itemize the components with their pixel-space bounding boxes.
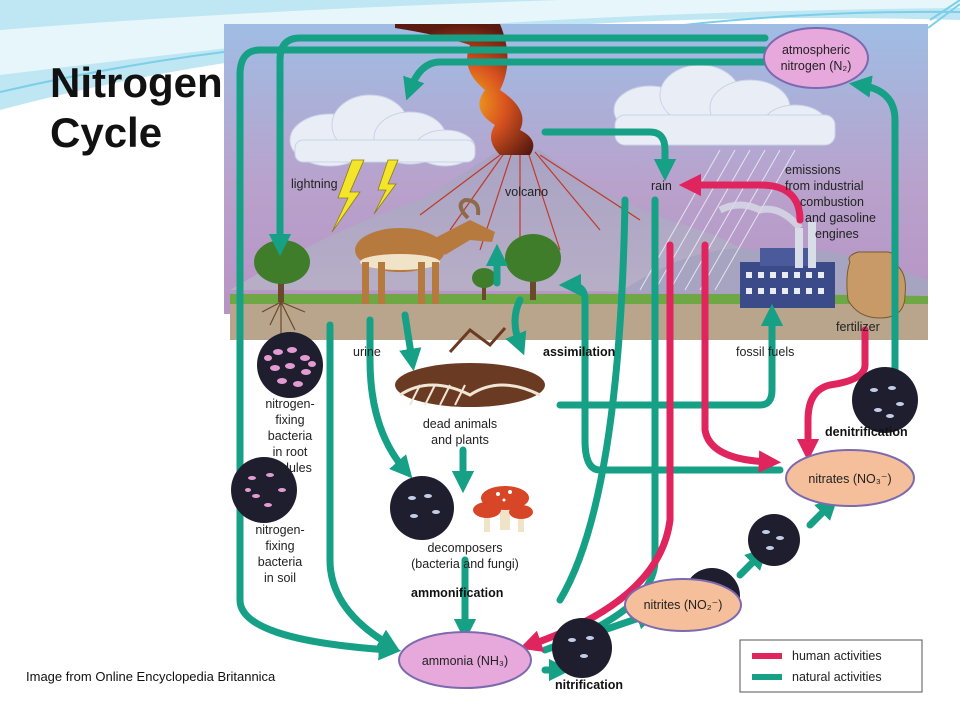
label-fertilizer: fertilizer [836, 320, 880, 334]
label-decomposers-2: (bacteria and fungi) [411, 557, 519, 571]
label-emissions-4: and gasoline [805, 211, 876, 225]
lightning-bolt-2 [373, 159, 399, 215]
label-emissions: emissions from industrial combustion and… [785, 163, 876, 241]
node-nitrates-label: nitrates (NO₃⁻) [808, 472, 891, 486]
label-decomposers: decomposers (bacteria and fungi) [411, 541, 519, 571]
denitrification-bacteria [852, 367, 918, 433]
label-dead-matter-1: dead animals [423, 417, 497, 431]
label-emissions-2: from industrial [785, 179, 864, 193]
label-root-bacteria-3: bacteria [268, 429, 313, 443]
volcano-plume [395, 24, 534, 155]
label-denitrification: denitrification [825, 425, 908, 439]
label-volcano: volcano [505, 185, 548, 199]
label-soil-bacteria-3: bacteria [258, 555, 303, 569]
slide-title-line-2: Cycle [50, 109, 163, 156]
node-atmospheric-nitrogen: atmospheric nitrogen (N₂) [763, 27, 869, 89]
decomposer-bacteria [390, 476, 454, 540]
slide-swoosh-5 [927, 0, 960, 29]
label-root-bacteria-5: nodules [268, 461, 312, 475]
label-ammonification: ammonification [411, 586, 503, 600]
label-dead-matter-2: and plants [431, 433, 489, 447]
tree-left [254, 240, 310, 302]
label-emissions-3: combustion [800, 195, 864, 209]
fertilizer-sack [846, 251, 906, 319]
label-soil-bacteria: nitrogen- fixing bacteria in soil [255, 523, 304, 585]
legend-human-label: human activities [792, 649, 882, 663]
label-nitrification: nitrification [555, 678, 623, 692]
slide-swoosh-2 [0, 0, 960, 75]
legend-natural-label: natural activities [792, 670, 882, 684]
label-rain: rain [651, 179, 672, 193]
label-fossil-fuels: fossil fuels [736, 345, 794, 359]
label-emissions-5: engines [815, 227, 859, 241]
node-ammonia-label: ammonia (NH₃) [422, 654, 508, 668]
node-nitrates: nitrates (NO₃⁻) [785, 449, 915, 507]
label-emissions-1: emissions [785, 163, 841, 177]
label-soil-bacteria-2: fixing [265, 539, 294, 553]
cloud-left [289, 94, 476, 167]
mushrooms-illustration [473, 486, 533, 532]
label-root-bacteria-1: nitrogen- [265, 397, 314, 411]
label-decomposers-1: decomposers [427, 541, 502, 555]
tree-roots [261, 301, 306, 335]
grass-strip [230, 294, 928, 304]
label-root-bacteria-4: in root [273, 445, 308, 459]
label-soil-bacteria-4: in soil [264, 571, 296, 585]
cloud-right [613, 64, 836, 146]
tree-middle [472, 234, 561, 300]
dead-animals-illustration [395, 327, 545, 407]
soil-bacteria-disk [231, 457, 297, 523]
slide-title: Nitrogen Cycle [50, 58, 223, 158]
image-credit: Image from Online Encyclopedia Britannic… [26, 669, 276, 684]
label-root-bacteria-2: fixing [275, 413, 304, 427]
label-urine: urine [353, 345, 381, 359]
label-dead-matter: dead animals and plants [423, 417, 497, 447]
node-atmospheric-label-2: nitrogen (N₂) [781, 59, 852, 73]
node-nitrites-label: nitrites (NO₂⁻) [644, 598, 723, 612]
root-nodule-bacteria [257, 332, 323, 398]
nitrification-bacteria-3 [748, 514, 800, 566]
node-atmospheric-label-1: atmospheric [782, 43, 850, 57]
goat-illustration [355, 197, 495, 304]
node-ammonia: ammonia (NH₃) [398, 631, 532, 689]
label-lightning: lightning [291, 177, 338, 191]
lightning-bolt-1 [331, 159, 365, 233]
node-nitrites: nitrites (NO₂⁻) [624, 578, 742, 632]
label-soil-bacteria-1: nitrogen- [255, 523, 304, 537]
label-assimilation: assimilation [543, 345, 615, 359]
label-root-bacteria: nitrogen- fixing bacteria in root nodule… [265, 397, 314, 475]
legend: human activities natural activities [739, 639, 923, 693]
nitrification-bacteria-1 [552, 618, 612, 678]
factory-illustration [718, 201, 835, 308]
slide-title-line-1: Nitrogen [50, 59, 223, 106]
